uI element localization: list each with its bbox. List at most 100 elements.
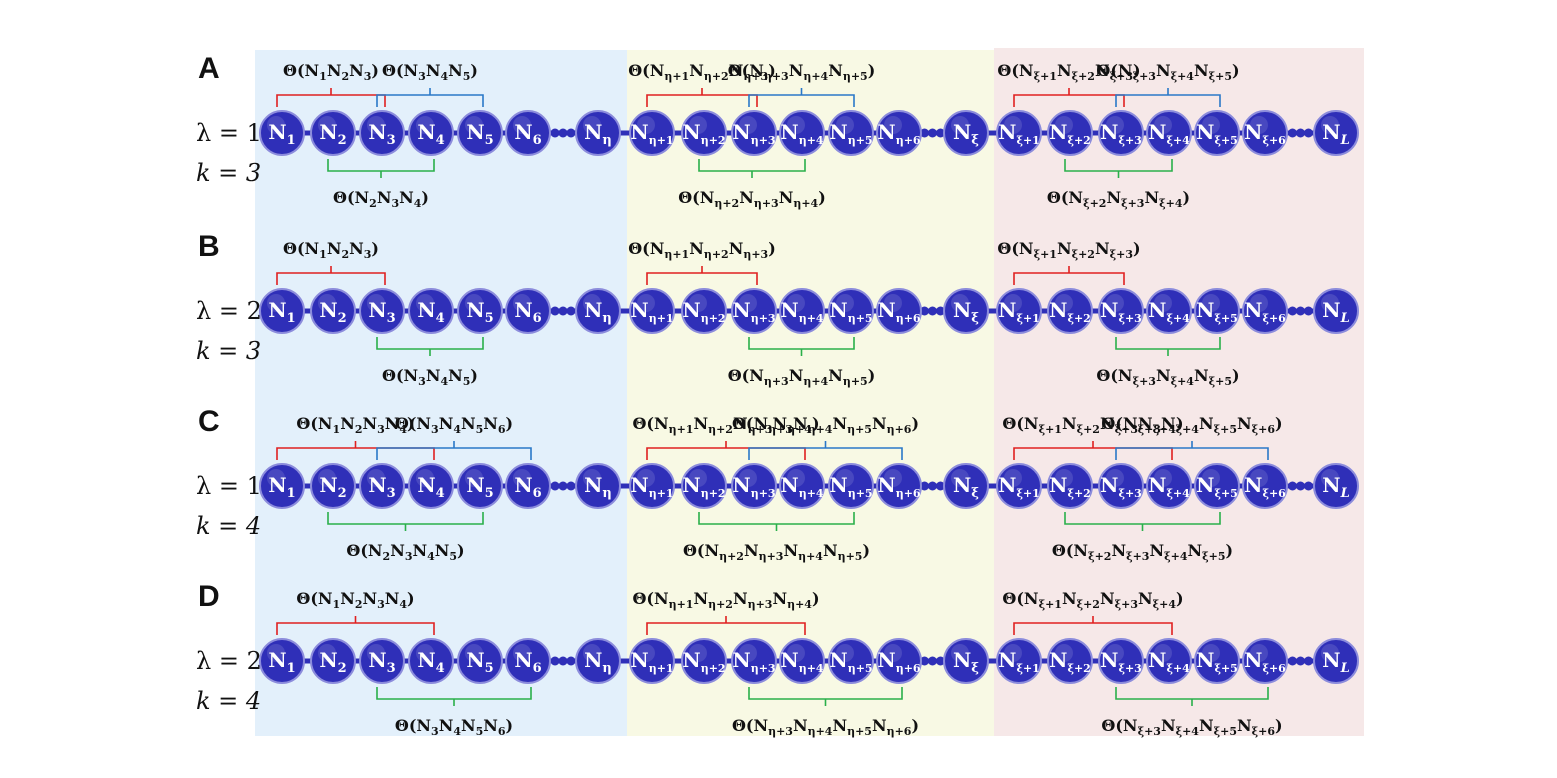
node-label: N1​	[268, 473, 295, 501]
ellipsis-dot	[550, 306, 560, 316]
node-label: N4​	[417, 298, 444, 326]
node-label: N1​	[268, 120, 295, 148]
node-highlight	[1154, 294, 1172, 312]
node-label: Nξ+1​	[998, 120, 1040, 147]
node-highlight	[1250, 294, 1268, 312]
node-label: Nη+1​	[630, 120, 673, 147]
node-12: Nη+5​	[828, 288, 874, 334]
node-highlight	[637, 469, 655, 487]
node-circle	[359, 288, 405, 334]
node-label: Nη+2​	[682, 120, 725, 147]
node-highlight	[416, 644, 434, 662]
node-highlight	[1202, 116, 1220, 134]
node-1: N1​	[259, 110, 305, 156]
bracket-label: Θ(Nη+1​Nη+2​Nη+3​)	[628, 61, 776, 83]
node-8: Nη+1​	[629, 638, 675, 684]
bracket-label: Θ(Nξ+1​Nξ+2​Nξ+3​Nξ+4​)	[1002, 589, 1183, 611]
ellipsis-dot	[1296, 481, 1305, 491]
node-circle	[505, 463, 551, 509]
bracket-green-bottom: Θ(Nξ+2​Nξ+3​Nξ+4​Nξ+5​)	[1052, 512, 1233, 563]
node-label: Nη+4​	[780, 648, 823, 675]
bracket-label: Θ(N3​N4​N5​N6​)	[395, 716, 513, 738]
bracket-label: Θ(Nξ+3​Nξ+4​Nξ+5​)	[1096, 61, 1239, 83]
node-highlight	[1202, 644, 1220, 662]
node-1: N1​	[259, 638, 305, 684]
node-circle	[1194, 463, 1240, 509]
node-16: Nξ+2​	[1047, 288, 1093, 334]
ellipsis-dot	[928, 128, 937, 138]
node-17: Nξ+3​	[1098, 463, 1144, 509]
bracket-blue-top: Θ(N3​N4​N5​)	[376, 61, 484, 107]
ellipsis-dot	[936, 481, 945, 491]
node-circle	[996, 463, 1042, 509]
node-16: Nξ+2​	[1047, 463, 1093, 509]
node-circle	[505, 110, 551, 156]
node-label: Nη+4​	[780, 298, 823, 325]
node-label: Nξ+1​	[998, 298, 1040, 325]
node-19: Nξ+5​	[1194, 463, 1240, 509]
bracket-blue-top: Θ(Nη+3​Nη+4​Nη+5​)	[728, 61, 875, 107]
node-highlight	[951, 294, 969, 312]
node-circle	[408, 288, 454, 334]
bracket-label: Θ(N3​N4​N5​N6​)	[395, 414, 513, 436]
node-label: Nξ+4​	[1148, 120, 1190, 147]
bracket-label: Θ(N2​N3​N4​)	[333, 188, 429, 210]
ellipsis-dot	[1288, 656, 1297, 666]
node-highlight	[637, 644, 655, 662]
ellipsis-dot	[550, 656, 560, 666]
node-highlight	[884, 469, 902, 487]
bracket-label: Θ(Nξ+3​Nξ+4​Nξ+5​Nξ+6​)	[1101, 414, 1282, 436]
node-circle	[505, 638, 551, 684]
bracket-red-top: Θ(Nξ+1​Nξ+2​Nξ+3​Nξ+4​)	[1002, 414, 1184, 460]
bracket-label: Θ(Nη+1​Nη+2​Nη+3​Nη+4​)	[632, 589, 819, 611]
node-highlight	[1202, 294, 1220, 312]
node-highlight	[1004, 294, 1022, 312]
bracket-red-top: Θ(Nξ+1​Nξ+2​Nξ+3​Nξ+4​)	[1002, 589, 1184, 635]
node-2: N2​	[310, 638, 356, 684]
node-highlight	[689, 116, 707, 134]
node-10: Nη+3​	[731, 638, 777, 684]
panel-d: Dλ = 2k = 4N1​N2​N3​N4​N5​N6​Nη​Nη+1​Nη+…	[196, 580, 1359, 738]
node-label: N2​	[319, 298, 346, 326]
node-label: N3​	[368, 298, 395, 326]
node-highlight	[1055, 469, 1073, 487]
node-highlight	[513, 294, 531, 312]
node-label: Nξ+3​	[1100, 120, 1142, 147]
node-highlight	[951, 116, 969, 134]
node-label: Nξ+6​	[1244, 298, 1286, 325]
node-highlight	[416, 294, 434, 312]
node-label: Nξ​	[953, 298, 979, 326]
bracket-label: Θ(Nη+3​Nη+4​Nη+5​)	[728, 366, 876, 388]
node-7: Nη​	[575, 638, 621, 684]
node-circle	[259, 288, 305, 334]
node-highlight	[583, 644, 601, 662]
node-highlight	[367, 644, 385, 662]
node-circle	[943, 463, 989, 509]
node-6: N6​	[505, 110, 551, 156]
region-3-background	[994, 48, 1364, 736]
node-circle	[779, 638, 825, 684]
node-circle	[996, 638, 1042, 684]
node-5: N5​	[457, 288, 503, 334]
lambda-label: λ = 1	[196, 472, 262, 500]
node-circle	[1313, 638, 1359, 684]
node-circle	[1313, 288, 1359, 334]
bracket-line	[276, 616, 435, 635]
ellipsis-dot	[558, 128, 568, 138]
node-highlight	[1106, 469, 1124, 487]
ellipsis-dot	[936, 306, 945, 316]
node-highlight	[318, 469, 336, 487]
bracket-green-bottom: Θ(Nξ+3​Nξ+4​Nξ+5​)	[1096, 337, 1240, 388]
panel-a: Aλ = 1k = 3N1​N2​N3​N4​N5​N6​Nη​Nη+1​Nη+…	[196, 52, 1359, 210]
node-circle	[629, 288, 675, 334]
ellipsis-dot	[558, 481, 568, 491]
bracket-line	[1115, 337, 1221, 356]
panel-letter: A	[198, 52, 220, 85]
node-circle	[779, 463, 825, 509]
bracket-red-top: Θ(N1​N2​N3​)	[276, 239, 386, 285]
node-circle	[505, 288, 551, 334]
node-circle	[310, 638, 356, 684]
ellipsis-dot	[920, 656, 929, 666]
node-highlight	[1250, 116, 1268, 134]
